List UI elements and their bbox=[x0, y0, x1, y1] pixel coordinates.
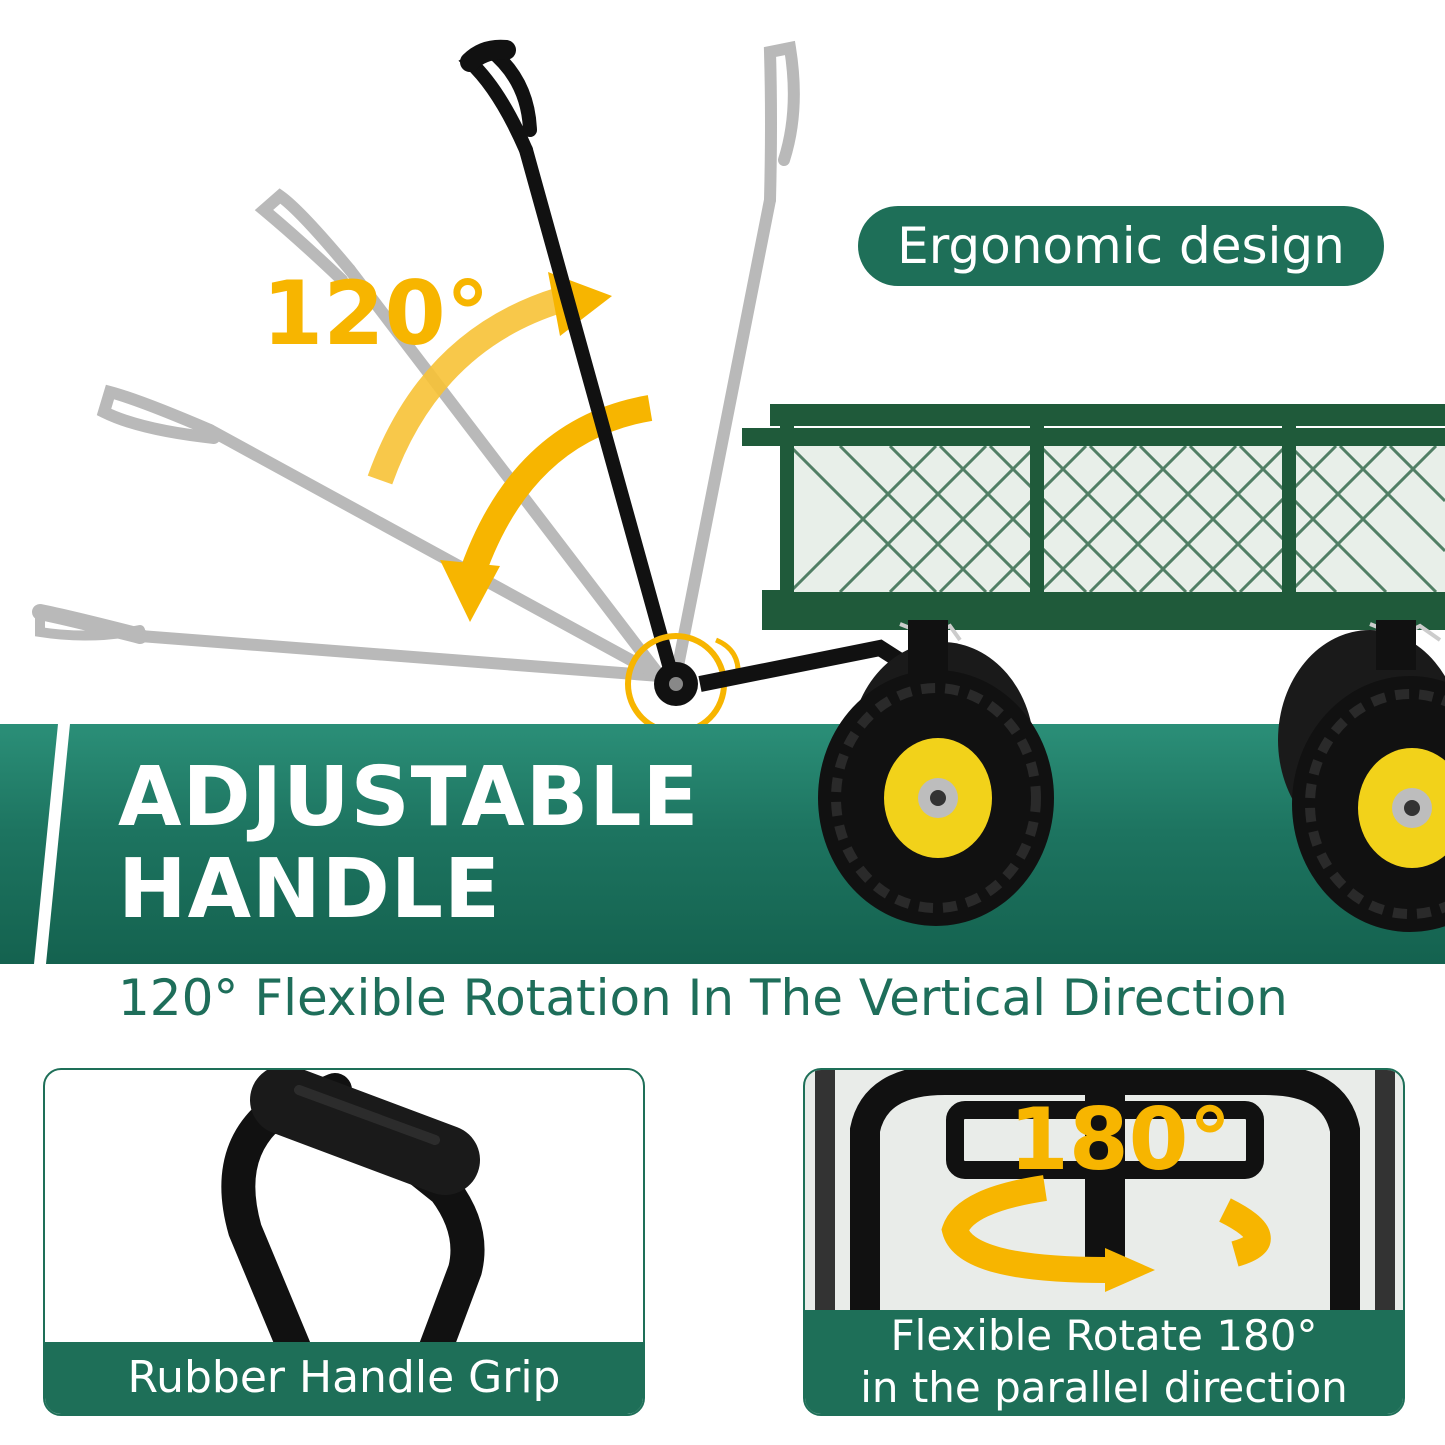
wheel-front-right bbox=[1278, 630, 1445, 932]
rotation-arrow-icon bbox=[367, 272, 653, 622]
handle-rotation-illustration bbox=[32, 39, 1445, 735]
swivel-illustration bbox=[815, 1070, 1395, 1310]
rubber-grip-card: Rubber Handle Grip bbox=[43, 1068, 645, 1416]
headline-line-2: HANDLE bbox=[118, 842, 502, 937]
banner-slash bbox=[34, 724, 70, 964]
angle-180-label: 180° bbox=[1009, 1090, 1232, 1190]
swivel-caption-line-2: in the parallel direction bbox=[860, 1363, 1348, 1412]
headline-banner bbox=[0, 724, 1445, 964]
swivel-caption-line-1: Flexible Rotate 180° bbox=[890, 1311, 1318, 1360]
headline: ADJUSTABLE HANDLE bbox=[118, 752, 818, 936]
rubber-grip-illustration bbox=[221, 1070, 485, 1350]
swivel-arrow-icon bbox=[941, 1175, 1271, 1292]
rubber-grip-caption: Rubber Handle Grip bbox=[45, 1342, 643, 1414]
angle-120-label: 120° bbox=[262, 262, 490, 365]
subtitle: 120° Flexible Rotation In The Vertical D… bbox=[118, 969, 1288, 1027]
main-handle bbox=[458, 39, 679, 683]
cart-body bbox=[742, 404, 1445, 642]
swivel-caption: Flexible Rotate 180° in the parallel dir… bbox=[805, 1310, 1403, 1414]
headline-line-1: ADJUSTABLE bbox=[118, 750, 700, 845]
ergonomic-badge: Ergonomic design bbox=[858, 206, 1384, 286]
wheel-front-left bbox=[818, 642, 1054, 926]
ghost-handles bbox=[32, 40, 800, 682]
swivel-card: 180° Flexible Rotate 180° in the paralle… bbox=[803, 1068, 1405, 1416]
cart-wheels bbox=[818, 620, 1445, 932]
